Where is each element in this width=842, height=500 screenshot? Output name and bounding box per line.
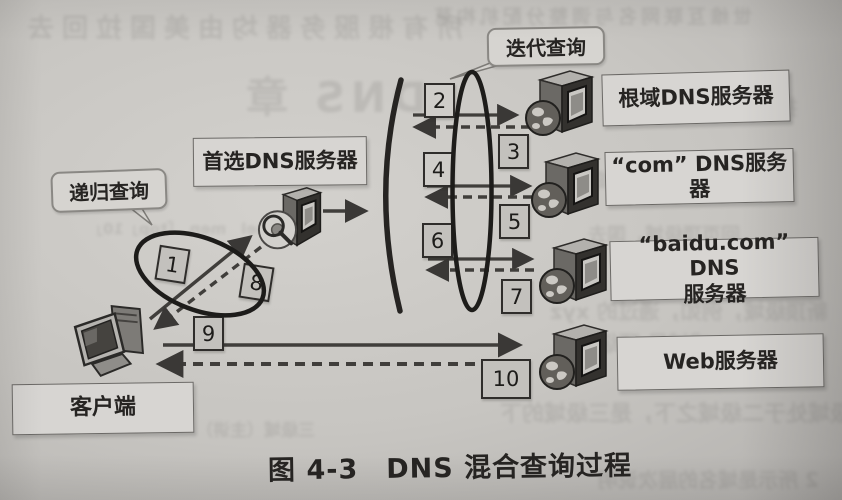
figure-caption: 图 4-3 DNS 混合查询过程 [268,443,633,487]
label-web-server-text: Web服务器 [662,348,779,375]
step-box-9-text: 9 [201,321,216,346]
label-root-dns-server-text: 根域DNS服务器 [618,83,774,112]
bubble-recursive-query: 递归查询 [50,167,168,214]
label-baidu-dns-server: “baidu.com” DNS 服务器 [609,230,820,306]
label-web-server: Web服务器 [616,333,825,391]
step-box-4: 4 [423,152,454,187]
step-box-9: 9 [193,316,224,351]
baidu-dns-server-icon [539,238,609,304]
step-box-10: 10 [481,359,531,399]
label-client-text: 客户端 [69,394,137,421]
label-client: 客户端 [11,381,195,436]
step-box-6-text: 6 [430,228,445,253]
step-box-2: 2 [424,83,455,118]
step-box-3: 3 [498,134,529,169]
step-box-10-text: 10 [492,367,520,391]
label-com-dns-server-text: “com” DNS服务器 [611,149,788,202]
label-baidu-dns-server-line1: “baidu.com” DNS [638,229,790,281]
com-dns-server-icon [531,152,601,218]
step-box-4-text: 4 [431,157,446,182]
web-server-icon [539,324,609,390]
label-baidu-dns-server-line2: 服务器 [683,280,747,307]
bubble-iterative-query-text: 迭代查询 [505,35,587,61]
label-preferred-dns-server-text: 首选DNS服务器 [202,148,358,174]
root-dns-server-icon [525,70,595,136]
bubble-recursive-query-text: 递归查询 [68,178,150,206]
step-box-8: 8 [238,262,275,303]
step-box-2-text: 2 [432,88,447,113]
step-box-1-text: 1 [164,251,181,278]
label-root-dns-server: 根域DNS服务器 [601,69,791,127]
step-box-8-text: 8 [248,269,265,296]
step-box-7: 7 [501,279,532,314]
preferred-dns-server-icon [257,187,323,250]
step-box-1: 1 [154,244,191,285]
label-com-dns-server: “com” DNS服务器 [604,148,795,206]
step-box-6: 6 [422,223,453,258]
client-computer-icon [73,305,145,377]
label-preferred-dns-server: 首选DNS服务器 [192,136,368,187]
figure-caption-text: 图 4-3 DNS 混合查询过程 [267,450,633,487]
step-box-5-text: 5 [507,209,522,234]
bubble-iterative-query: 迭代查询 [486,25,606,68]
step-box-7-text: 7 [509,284,524,309]
step-box-3-text: 3 [506,139,521,164]
step-box-5: 5 [499,204,530,239]
